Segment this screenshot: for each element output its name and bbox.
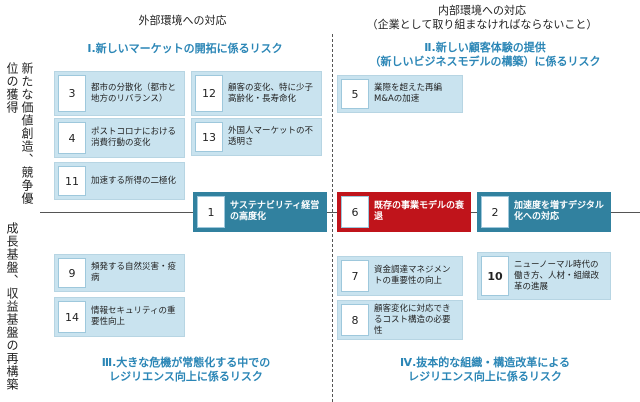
risk-label: 既存の事業モデルの衰退 [374,201,465,222]
quadrant-title-3-line2: レジリエンス向上に係るリスク [109,370,263,383]
risk-label: 都市の分散化（都市と地方のリバランス） [91,82,177,104]
column-header-external-text: 外部環境への対応 [138,14,227,27]
risk-label: 外国人マーケットの不透明さ [228,126,314,147]
risk-number: 9 [58,258,86,288]
risk-box-10: 10 ニューノーマル時代の働き方、人材・組織改革の進展 [477,252,611,300]
risk-number: 14 [58,301,86,333]
risk-box-14: 14 情報セキュリティの重要性向上 [54,297,185,337]
risk-label: 情報セキュリティの重要性向上 [91,306,176,327]
row-label-bottom-text: 成長基盤、収益基盤の再構築 [5,222,19,391]
risk-label: 顧客変化に対応できるコスト構造の必要性 [374,303,451,336]
quadrant-title-2: Ⅱ.新しい顧客体験の提供 （新しいビジネスモデルの構築）に係るリスク [334,41,636,69]
risk-label: ポストコロナにおける消費行動の変化 [91,127,177,148]
risk-label: 加速する所得の二極化 [91,175,177,186]
quadrant-title-4: Ⅳ.抜本的な組織・構造改革による レジリエンス向上に係るリスク [334,356,636,384]
quadrant-title-1: Ⅰ.新しいマーケットの開拓に係るリスク [40,42,330,56]
quadrant-title-2-line2: （新しいビジネスモデルの構築）に係るリスク [369,55,601,68]
risk-number: 8 [341,304,369,336]
risk-box-6: 6 既存の事業モデルの衰退 [337,192,471,232]
risk-box-12: 12 顧客の変化、特に少子高齢化・長寿命化 [191,71,322,116]
vertical-divider [332,34,333,402]
quadrant-title-4-line1: Ⅳ.抜本的な組織・構造改革による [400,356,570,369]
risk-box-9: 9 頻発する自然災害・疫病 [54,254,185,292]
risk-number: 3 [58,75,86,112]
risk-number: 6 [341,196,369,228]
risk-box-13: 13 外国人マーケットの不透明さ [191,118,322,156]
risk-label: 頻発する自然災害・疫病 [91,262,177,283]
risk-label: 業際を超えた再編M&Aの加速 [374,83,443,104]
risk-box-2: 2 加速度を増すデジタル化への対応 [477,192,611,232]
row-label-top-text: 新たな価値創造、競争優位の獲得 [5,62,34,205]
risk-number: 5 [341,79,369,109]
risk-number: 13 [195,122,223,152]
risk-label: 加速度を増すデジタル化への対応 [514,201,604,222]
risk-box-5: 5 業際を超えた再編M&Aの加速 [337,75,463,113]
risk-box-3: 3 都市の分散化（都市と地方のリバランス） [54,71,185,116]
column-header-internal: 内部環境への対応 （企業として取り組まなければならないこと） [332,4,632,32]
risk-box-4: 4 ポストコロナにおける消費行動の変化 [54,118,185,158]
risk-number: 11 [58,166,86,196]
risk-box-7: 7 資金調達マネジメントの重要性の向上 [337,256,463,296]
risk-label: ニューノーマル時代の働き方、人材・組織改革の進展 [514,259,600,292]
risk-number: 1 [197,196,225,228]
risk-label: 顧客の変化、特に少子高齢化・長寿命化 [228,82,314,104]
quadrant-title-1-text: Ⅰ.新しいマーケットの開拓に係るリスク [87,42,283,55]
quadrant-title-3-line1: Ⅲ.大きな危機が常態化する中での [101,356,271,369]
quadrant-title-2-line1: Ⅱ.新しい顧客体験の提供 [424,41,546,54]
quadrant-title-3: Ⅲ.大きな危機が常態化する中での レジリエンス向上に係るリスク [40,356,332,384]
quadrant-title-4-line2: レジリエンス向上に係るリスク [408,370,562,383]
risk-box-11: 11 加速する所得の二極化 [54,162,185,200]
risk-number: 12 [195,75,223,112]
risk-number: 7 [341,260,369,292]
risk-label: 資金調達マネジメントの重要性の向上 [374,265,451,286]
row-label-top: 新たな価値創造、競争優位の獲得 [4,62,34,212]
column-header-external: 外部環境への対応 [40,14,325,28]
risk-number: 2 [481,196,509,228]
row-label-bottom: 成長基盤、収益基盤の再構築 [4,222,19,392]
column-header-internal-line1: 内部環境への対応 [438,4,526,17]
risk-box-8: 8 顧客変化に対応できるコスト構造の必要性 [337,300,463,340]
column-header-internal-line2: （企業として取り組まなければならないこと） [366,18,598,31]
risk-label: サステナビリティ経営の高度化 [230,201,320,222]
risk-box-1: 1 サステナビリティ経営の高度化 [193,192,327,232]
risk-number: 4 [58,122,86,154]
risk-number: 10 [481,256,509,296]
